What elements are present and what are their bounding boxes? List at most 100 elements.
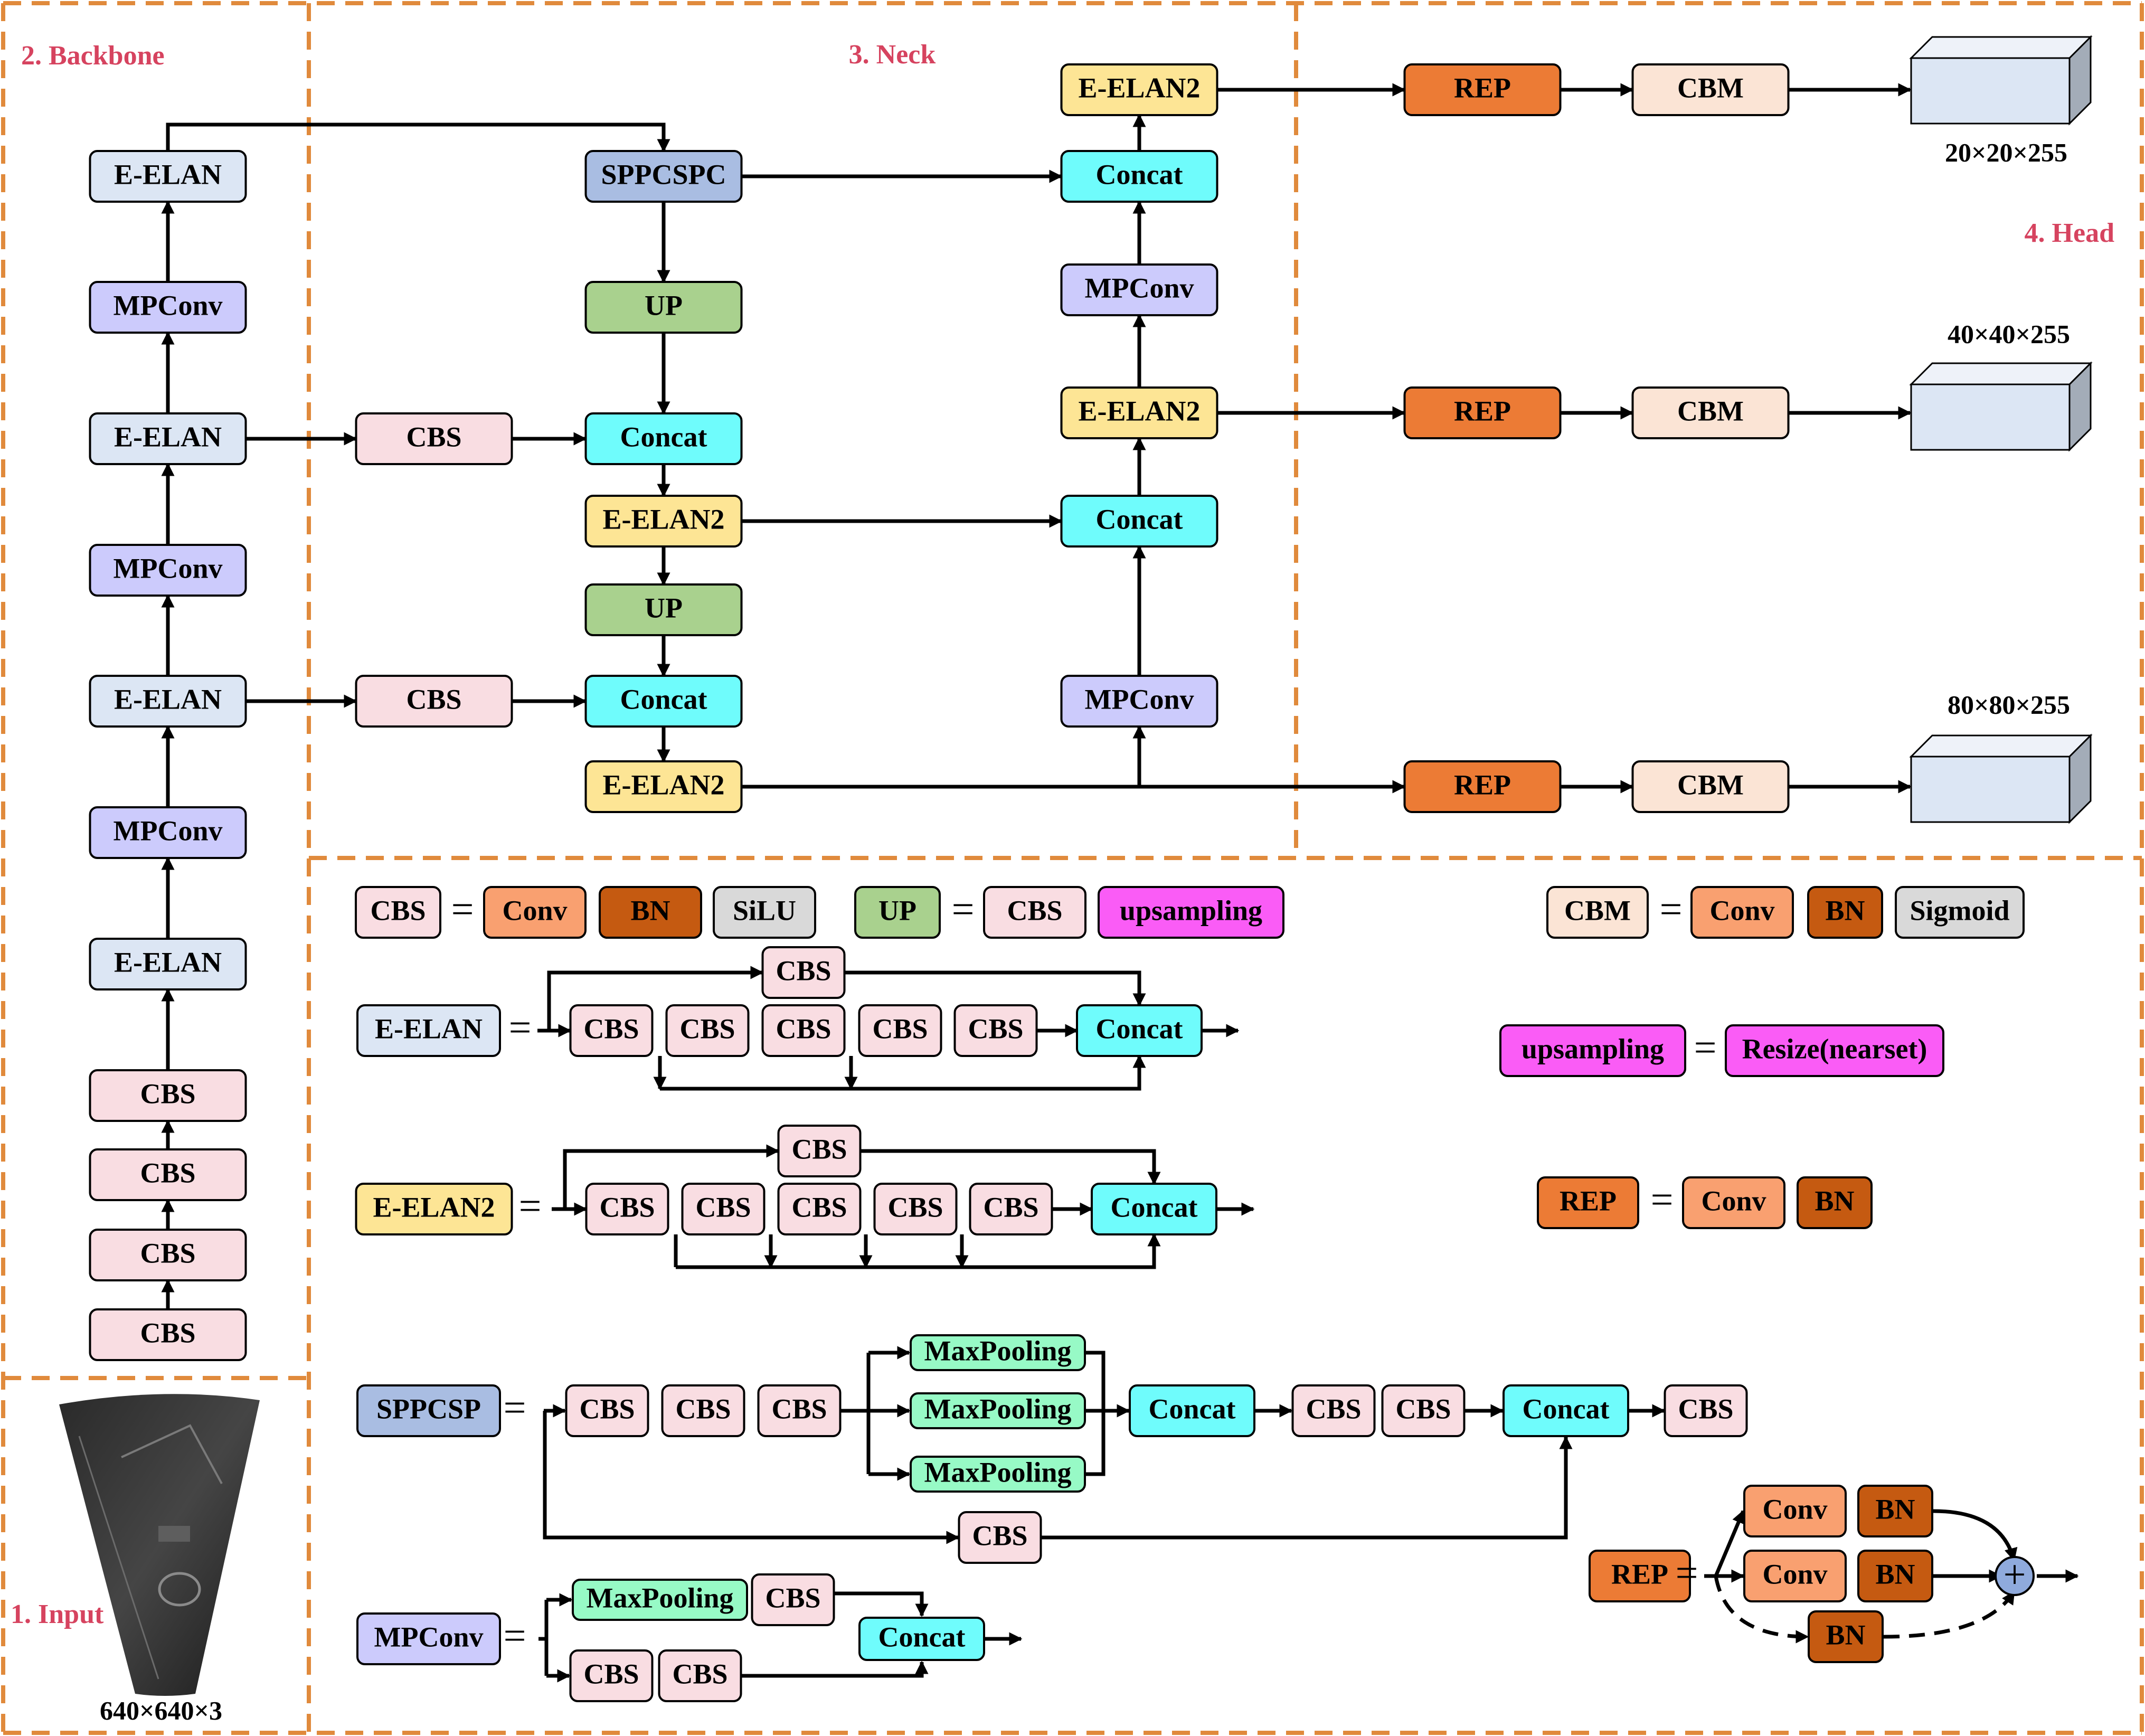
plus-node: + — [1995, 1552, 2035, 1597]
legend-sppcsp-cbs-6-label: CBS — [1678, 1393, 1733, 1424]
legend-sppcsp-maxpool-1-label: MaxPooling — [924, 1335, 1072, 1366]
legend-sppcsp-equals: = — [504, 1385, 526, 1430]
legend-rep-bn: BN — [1797, 1176, 1873, 1229]
legend-upsampling-equals: = — [1694, 1025, 1717, 1070]
legend-mpconv-cbs-1-label: CBS — [765, 1582, 820, 1614]
legend-eelan2-equals: = — [519, 1184, 542, 1228]
legend-sppcsp: SPPCSP — [356, 1384, 501, 1437]
legend-eelan-cbs-4-label: CBS — [872, 1013, 928, 1044]
legend-eelan2-cbs-2-label: CBS — [695, 1191, 751, 1223]
legend-up-upsampling-label: upsampling — [1120, 894, 1262, 926]
legend-rep-detail-bn-3: BN — [1808, 1610, 1884, 1663]
backbone-mpconv-2: MPConv — [89, 544, 247, 597]
legend-eelan2-cbs-4-label: CBS — [887, 1191, 943, 1223]
neck-concat-4: Concat — [1060, 150, 1218, 203]
legend-mpconv-label: MPConv — [374, 1621, 484, 1653]
legend-up-cbs: CBS — [983, 886, 1086, 939]
legend-mpconv-cbs-3-label: CBS — [672, 1658, 727, 1690]
legend-eelan-cbs-1-label: CBS — [583, 1013, 639, 1044]
legend-cbs-bn: BN — [599, 886, 702, 939]
legend-sppcsp-cbs-1-label: CBS — [579, 1393, 635, 1424]
legend-eelan-cbs-top-label: CBS — [776, 955, 831, 986]
legend-eelan-cbs-2-label: CBS — [679, 1013, 735, 1044]
backbone-cbs-1: CBS — [89, 1308, 247, 1361]
neck-concat-2-label: Concat — [620, 683, 707, 715]
legend-rep-label: REP — [1560, 1185, 1617, 1216]
legend-sppcsp-concat-1: Concat — [1129, 1384, 1255, 1437]
head-cbm-1: CBM — [1631, 63, 1790, 116]
legend-eelan-cbs-4: CBS — [858, 1004, 942, 1057]
legend-sppcsp-cbs-bottom-label: CBS — [972, 1520, 1027, 1551]
neck-eelan2-4-label: E-ELAN2 — [1078, 72, 1200, 103]
legend-cbm: CBM — [1546, 886, 1649, 939]
legend-eelan2-label: E-ELAN2 — [373, 1191, 495, 1223]
legend-rep-detail-bn-2: BN — [1857, 1550, 1933, 1602]
neck-up-1-label: UP — [645, 289, 683, 321]
neck-mpconv-2-label: MPConv — [1085, 272, 1194, 304]
neck-eelan2-1-label: E-ELAN2 — [602, 503, 724, 535]
legend-eelan2-cbs-5-label: CBS — [983, 1191, 1038, 1223]
neck-cbs-1: CBS — [355, 412, 513, 465]
input-size-label: 640×640×3 — [100, 1695, 222, 1725]
head-section-label: 4. Head — [2025, 218, 2115, 248]
legend-eelan-cbs-5: CBS — [953, 1004, 1038, 1057]
backbone-mpconv-1-label: MPConv — [114, 815, 223, 846]
legend-eelan2-cbs-1-label: CBS — [599, 1191, 655, 1223]
legend-sppcsp-cbs-bottom: CBS — [958, 1511, 1042, 1564]
head-rep-3-label: REP — [1454, 769, 1511, 800]
backbone-eelan-3: E-ELAN — [89, 412, 247, 465]
legend-rep-detail-label: REP — [1611, 1558, 1668, 1590]
legend-sppcsp-cbs-4-label: CBS — [1306, 1393, 1361, 1424]
legend-rep-detail-conv-1-label: Conv — [1762, 1493, 1827, 1525]
legend-sppcsp-cbs-5: CBS — [1381, 1384, 1466, 1437]
legend-sppcsp-label: SPPCSP — [376, 1393, 481, 1424]
backbone-eelan-4: E-ELAN — [89, 150, 247, 203]
legend-eelan-cbs-3-label: CBS — [776, 1013, 831, 1044]
legend-rep-equals: = — [1651, 1177, 1674, 1222]
legend-mpconv-cbs-2-label: CBS — [583, 1658, 639, 1690]
legend-sppcsp-cbs-6: CBS — [1664, 1384, 1748, 1437]
neck-eelan2-1: E-ELAN2 — [584, 495, 743, 548]
legend-eelan2-concat: Concat — [1091, 1183, 1217, 1235]
neck-sppcspc: SPPCSPC — [584, 150, 743, 203]
legend-rep-detail-bn-3-label: BN — [1826, 1619, 1865, 1650]
legend-eelan2-cbs-top: CBS — [777, 1125, 862, 1177]
legend-rep-detail-equals: = — [1676, 1551, 1698, 1595]
head-rep-2-label: REP — [1454, 395, 1511, 427]
legend-cbs-silu-label: SiLU — [733, 894, 796, 926]
legend-sppcsp-cbs-3: CBS — [757, 1384, 842, 1437]
legend-cbm-label: CBM — [1564, 894, 1631, 926]
head-rep-1-label: REP — [1454, 72, 1511, 103]
backbone-mpconv-1: MPConv — [89, 806, 247, 859]
neck-eelan2-2: E-ELAN2 — [584, 760, 743, 813]
neck-eelan2-2-label: E-ELAN2 — [602, 769, 724, 800]
neck-mpconv-1-label: MPConv — [1085, 683, 1194, 715]
neck-up-2-label: UP — [645, 592, 683, 624]
legend-sppcsp-cbs-2-label: CBS — [675, 1393, 731, 1424]
backbone-eelan-2: E-ELAN — [89, 675, 247, 728]
legend-sppcsp-concat-2-label: Concat — [1523, 1393, 1610, 1424]
legend-rep-conv: Conv — [1682, 1176, 1785, 1229]
legend-up-equals: = — [952, 887, 975, 931]
legend-eelan2-cbs-4: CBS — [873, 1183, 958, 1235]
legend-cbs-conv-label: Conv — [502, 894, 567, 926]
backbone-cbs-1-label: CBS — [140, 1317, 195, 1348]
connections — [161, 83, 2079, 1683]
legend-sppcsp-maxpool-2-label: MaxPooling — [924, 1393, 1072, 1424]
backbone-eelan-3-label: E-ELAN — [114, 421, 222, 452]
legend-eelan2-cbs-5: CBS — [969, 1183, 1053, 1235]
legend-cbm-bn-label: BN — [1825, 894, 1865, 926]
legend-rep-detail-conv-2-label: Conv — [1762, 1558, 1827, 1590]
legend-mpconv-maxpool: MaxPooling — [572, 1579, 748, 1621]
head-cbm-2-label: CBM — [1677, 395, 1744, 427]
head-cbm-3-label: CBM — [1677, 769, 1744, 800]
legend-eelan2-concat-label: Concat — [1111, 1191, 1198, 1223]
output-cube-40 — [1909, 361, 2093, 452]
legend-rep-bn-label: BN — [1815, 1185, 1854, 1216]
legend-cbs-label: CBS — [370, 894, 426, 926]
neck-up-1: UP — [584, 281, 743, 334]
output-cube-20 — [1909, 35, 2093, 126]
neck-up-2: UP — [584, 583, 743, 636]
legend-rep-detail-bn-1: BN — [1857, 1485, 1933, 1537]
